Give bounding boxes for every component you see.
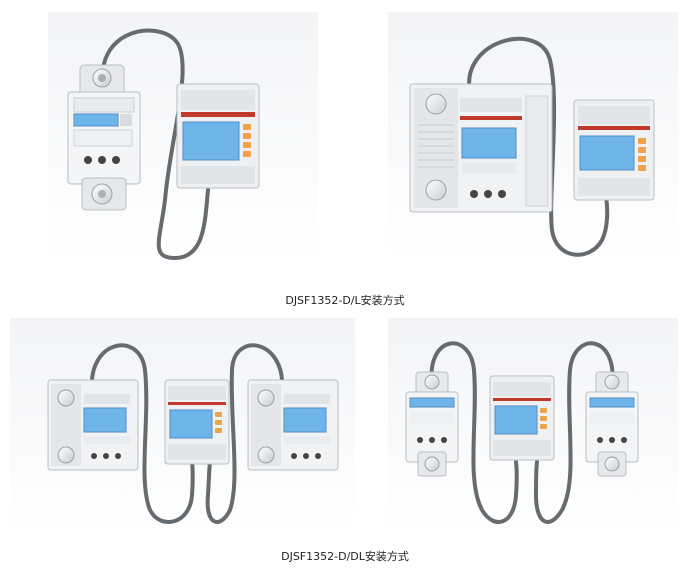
current-sensor-bottom-right-b — [585, 371, 639, 477]
energy-meter-bottom-right — [489, 375, 555, 461]
energy-meter-bottom-left — [164, 379, 230, 465]
cables-bottom-right — [429, 341, 615, 524]
cables-bottom-left — [89, 343, 285, 524]
breaker-meter-bottom-left-a — [47, 379, 139, 471]
breaker-meter-bottom-left-b — [247, 379, 339, 471]
current-sensor-top-left — [67, 64, 141, 211]
breaker-meter-top-right — [409, 83, 553, 213]
caption-dual-install: DJSF1352-D/DL安装方式 — [281, 550, 409, 563]
caption-single-install: DJSF1352-D/L安装方式 — [285, 294, 405, 307]
cable-top-left — [100, 28, 210, 261]
energy-meter-top-left — [176, 83, 260, 189]
energy-meter-top-right — [573, 99, 655, 201]
current-sensor-bottom-right-a — [405, 371, 459, 477]
